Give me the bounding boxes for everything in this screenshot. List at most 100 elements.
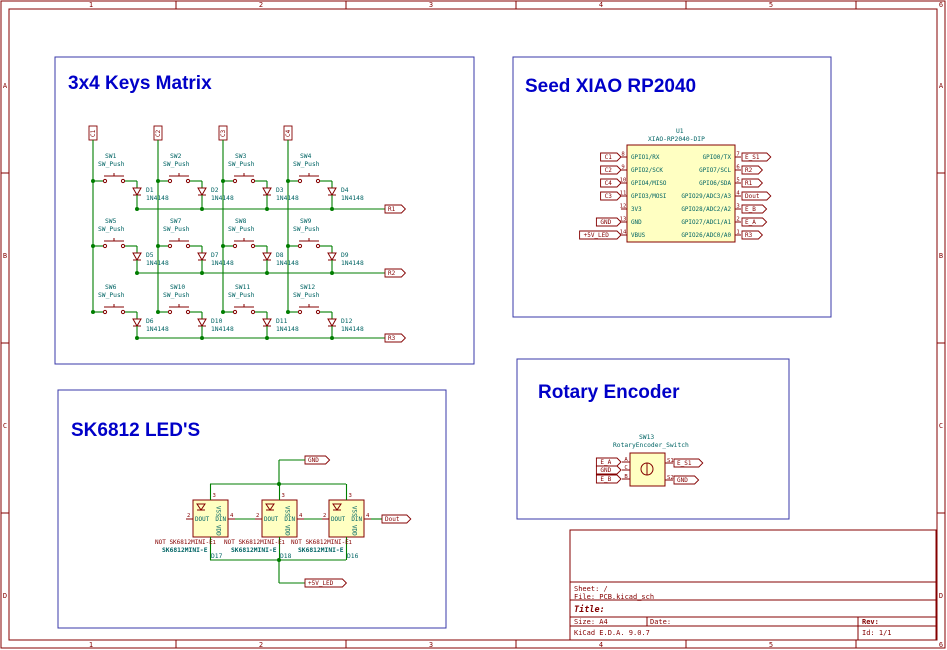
mcu-net-R3: R3 bbox=[745, 232, 753, 239]
led-dout-label: Dout bbox=[385, 516, 400, 523]
junction-dot bbox=[200, 207, 204, 211]
mcu-net-Dout-flag bbox=[741, 191, 772, 201]
switch-value: SW_Push bbox=[163, 226, 190, 233]
mcu-pin-name: 3V3 bbox=[631, 207, 642, 213]
mcu-net-+5V_LED: +5V_LED bbox=[584, 232, 610, 239]
mcu-net-C1-flag bbox=[600, 152, 622, 162]
led-dout-name: DOUT bbox=[331, 517, 346, 523]
led-pin-number: 1 bbox=[349, 540, 352, 546]
tb-size: Size: A4 bbox=[574, 618, 608, 626]
led-pin-number: 3 bbox=[349, 493, 352, 499]
led-value: SK6812MINI-E bbox=[231, 547, 277, 554]
junction-dot bbox=[265, 207, 269, 211]
switch-contact bbox=[120, 243, 126, 249]
mcu-pin-number: 10 bbox=[620, 178, 627, 184]
junction-dot bbox=[200, 336, 204, 340]
frame-row-letter: C bbox=[3, 422, 7, 430]
junction-dot bbox=[91, 179, 95, 183]
mcu-pin-number: 11 bbox=[620, 191, 627, 197]
led-pin-number: 2 bbox=[256, 513, 259, 519]
encoder-net-E_A: E_A bbox=[600, 459, 611, 466]
led-pin-number: 4 bbox=[299, 513, 303, 519]
switch-contact bbox=[185, 178, 191, 184]
mcu-pin-number: 5 bbox=[736, 178, 739, 184]
junction-dot bbox=[286, 244, 290, 248]
mcu-net-GND: GND bbox=[600, 219, 611, 226]
led-pin-number: 4 bbox=[366, 513, 370, 519]
mcu-pin-name: GND bbox=[631, 220, 642, 226]
led-vss-name: VSS bbox=[284, 506, 290, 517]
switch-contact bbox=[232, 309, 238, 315]
leds-title: SK6812 LED'S bbox=[71, 420, 200, 441]
diode-value: 1N4148 bbox=[276, 195, 299, 202]
switch-contact bbox=[120, 309, 126, 315]
mcu-pin-number: 3 bbox=[736, 204, 739, 210]
mcu-body[interactable] bbox=[626, 144, 736, 243]
switch-ref: SW12 bbox=[300, 284, 315, 291]
tb-id: Id: 1/1 bbox=[862, 629, 892, 637]
mcu-pin-number: 7 bbox=[736, 152, 739, 158]
mcu-pin-number: 12 bbox=[620, 204, 627, 210]
diode-ref: D12 bbox=[341, 318, 353, 325]
mcu-net-R2: R2 bbox=[745, 167, 753, 174]
led-diode-icon bbox=[265, 503, 275, 511]
switch-value: SW_Push bbox=[98, 161, 125, 168]
diode-ref: D11 bbox=[276, 318, 288, 325]
encoder-ref: SW13 bbox=[639, 434, 654, 441]
switch-contact bbox=[185, 243, 191, 249]
frame-row-letter: D bbox=[3, 592, 7, 600]
diode-symbol bbox=[262, 187, 272, 197]
frame-col-number: 3 bbox=[429, 641, 433, 649]
mcu-ref: U1 bbox=[676, 128, 684, 135]
mcu-pin-name: GPIO0/TX bbox=[703, 155, 732, 161]
junction-dot bbox=[156, 244, 160, 248]
diode-symbol bbox=[262, 252, 272, 262]
junction-dot bbox=[156, 179, 160, 183]
switch-contact bbox=[120, 178, 126, 184]
encoder-value: RotaryEncoder_Switch bbox=[613, 442, 689, 449]
diode-value: 1N4148 bbox=[211, 195, 234, 202]
switch-ref: SW9 bbox=[300, 218, 312, 225]
frame-col-number: 3 bbox=[429, 1, 433, 9]
diode-ref: D8 bbox=[276, 252, 284, 259]
mcu-pin-name: VBUS bbox=[631, 233, 646, 239]
led-din-name: DIN bbox=[351, 517, 362, 523]
led-ref: D17 bbox=[211, 553, 223, 560]
mcu-title: Seed XIAO RP2040 bbox=[525, 76, 696, 97]
led-vss-name: VSS bbox=[351, 506, 357, 517]
mcu-value: XIAO-RP2040-DIP bbox=[648, 136, 705, 143]
led-pin-number: 1 bbox=[213, 540, 216, 546]
mcu-net-C3: C3 bbox=[605, 193, 613, 200]
junction-dot bbox=[330, 336, 334, 340]
encoder-net-E_B-flag bbox=[595, 474, 622, 484]
row-label-R3-flag bbox=[384, 333, 407, 343]
led-vss-name: VSS bbox=[215, 506, 221, 517]
switch-contact bbox=[297, 178, 303, 184]
rotary-encoder-symbol[interactable]: SW13 RotaryEncoder_Switch AE_ACGNDBE_BS1… bbox=[595, 434, 704, 487]
switch-contact bbox=[102, 243, 108, 249]
switch-ref: SW1 bbox=[105, 153, 117, 160]
xiao-rp2040-symbol[interactable]: U1 XIAO-RP2040-DIP 8GPIO1/RXC19GPIO2/SCK… bbox=[579, 128, 772, 243]
junction-dot bbox=[286, 179, 290, 183]
encoder-net-GND-flag bbox=[595, 465, 622, 475]
mcu-net-R2-flag bbox=[741, 165, 764, 175]
diode-ref: D9 bbox=[341, 252, 349, 259]
switch-value: SW_Push bbox=[293, 161, 320, 168]
led-pin-number: 1 bbox=[282, 540, 285, 546]
mcu-pin-name: GPIO2/SCK bbox=[631, 168, 663, 174]
led-gnd-label: GND bbox=[308, 457, 319, 464]
tb-file: File: PCB.kicad_sch bbox=[574, 593, 654, 601]
diode-ref: D3 bbox=[276, 187, 284, 194]
diode-ref: D1 bbox=[146, 187, 154, 194]
leds-group-box bbox=[57, 389, 447, 629]
switch-ref: SW6 bbox=[105, 284, 117, 291]
switch-ref: SW8 bbox=[235, 218, 247, 225]
mcu-net-E_S1-flag bbox=[741, 152, 772, 162]
led-pin-number: 2 bbox=[323, 513, 326, 519]
mcu-net-Dout: Dout bbox=[745, 193, 760, 200]
junction-dot bbox=[330, 207, 334, 211]
diode-ref: D5 bbox=[146, 252, 154, 259]
